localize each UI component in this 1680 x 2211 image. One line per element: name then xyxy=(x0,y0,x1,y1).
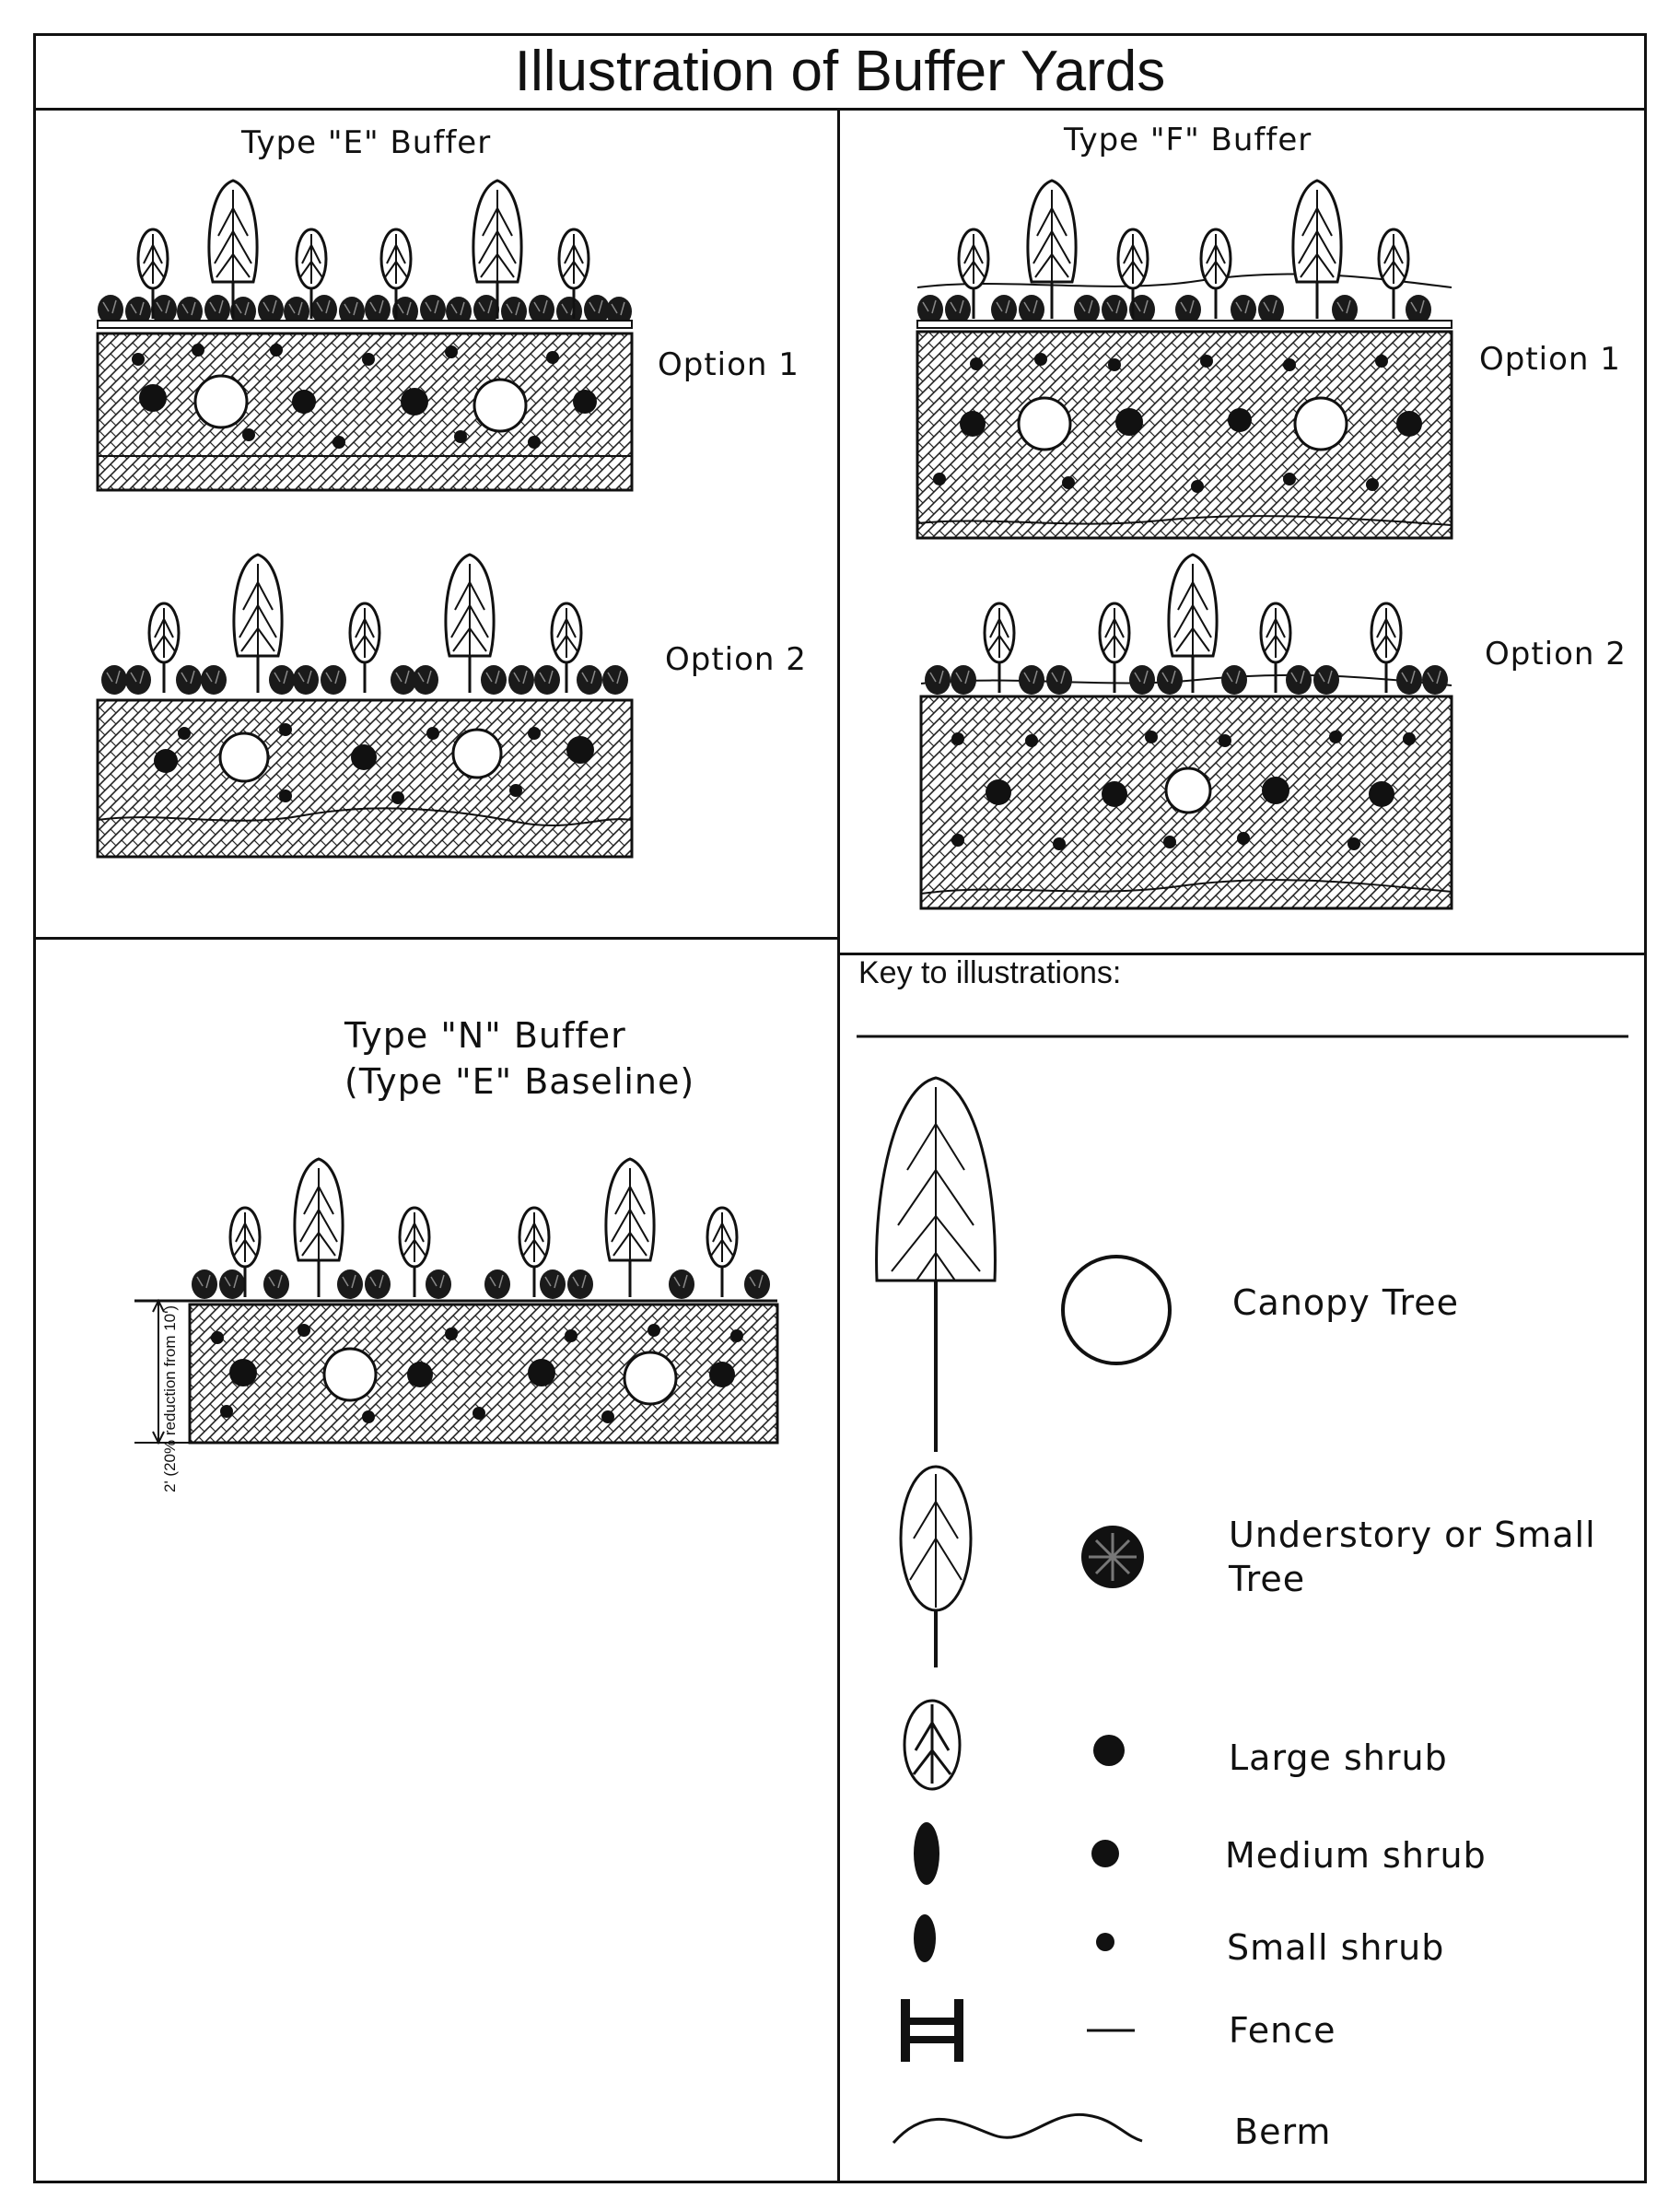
type-f-option-1-label: Option 1 xyxy=(1479,341,1621,378)
key-label-small-shrub: Small shrub xyxy=(1227,1927,1445,1968)
key-label-berm: Berm xyxy=(1234,2112,1332,2152)
type-e-option-1-label: Option 1 xyxy=(658,346,799,383)
type-e-heading: Type "E" Buffer xyxy=(241,124,492,161)
key-heading: Key to illustrations: xyxy=(858,955,1122,990)
type-n-heading-line2: (Type "E" Baseline) xyxy=(344,1061,695,1102)
right-row-divider xyxy=(837,953,1644,955)
page-title: Illustration of Buffer Yards xyxy=(514,40,1166,103)
type-n-heading-line1: Type "N" Buffer xyxy=(344,1015,626,1056)
type-f-option-2-label: Option 2 xyxy=(1485,636,1627,673)
fence-icon xyxy=(901,1999,963,2062)
small-shrub-icon xyxy=(1096,1933,1114,1951)
small-shrub-plant-icon xyxy=(914,1914,936,1962)
medium-shrub-icon xyxy=(1091,1840,1119,1867)
understory-shrub-icon xyxy=(1081,1526,1144,1588)
type-f-option-2 xyxy=(919,553,1453,910)
key-label-fence: Fence xyxy=(1229,2010,1336,2051)
type-f-heading: Type "F" Buffer xyxy=(1064,122,1312,158)
column-divider xyxy=(837,108,840,2181)
type-e-option-1 xyxy=(96,179,634,492)
left-row-divider xyxy=(36,937,837,940)
type-n-buffer xyxy=(134,1157,779,1445)
canopy-circle-icon xyxy=(1061,1255,1172,1365)
large-shrub-icon xyxy=(1093,1735,1125,1766)
canopy-tree-icon xyxy=(875,1076,997,1452)
type-e-option-2 xyxy=(96,553,634,859)
key-label-understory-line2: Tree xyxy=(1229,1559,1306,1599)
key-label-medium-shrub: Medium shrub xyxy=(1225,1835,1487,1876)
understory-tree-icon xyxy=(899,1465,973,1667)
berm-icon xyxy=(892,2112,1143,2144)
diagram-frame: Illustration of Buffer Yards xyxy=(33,33,1647,2183)
type-e-option-2-label: Option 2 xyxy=(665,641,807,678)
key-label-understory-line1: Understory or Small xyxy=(1229,1515,1596,1555)
title-divider xyxy=(36,108,1644,111)
large-shrub-tree-icon xyxy=(903,1699,962,1791)
key-label-canopy-tree: Canopy Tree xyxy=(1232,1282,1460,1323)
medium-shrub-plant-icon xyxy=(914,1822,939,1885)
type-f-option-1 xyxy=(916,179,1453,540)
dimension-label: 2' (20% reduction from 10') xyxy=(161,1305,179,1492)
key-label-large-shrub: Large shrub xyxy=(1229,1737,1448,1778)
